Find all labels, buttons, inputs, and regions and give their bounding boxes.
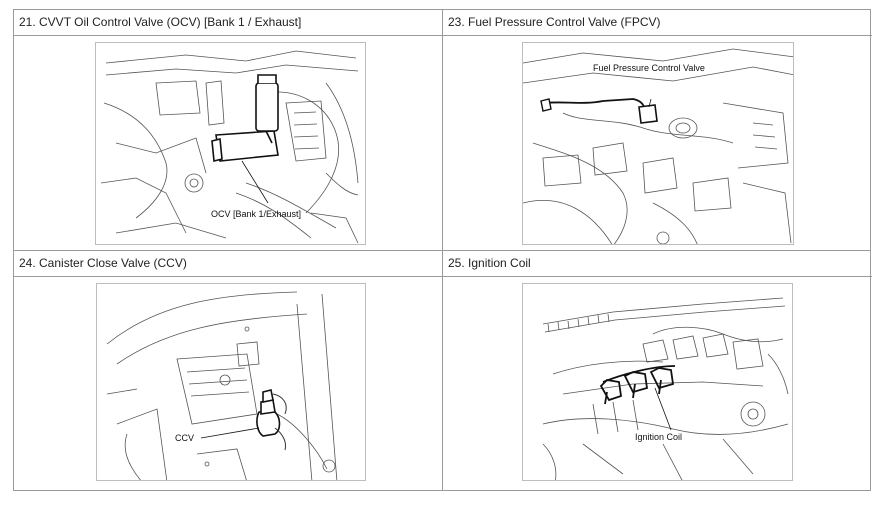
cell-ocv: 21. CVVT Oil Control Valve (OCV) [Bank 1… xyxy=(14,10,442,250)
cell-title: 24. Canister Close Valve (CCV) xyxy=(14,251,442,277)
component-table: 21. CVVT Oil Control Valve (OCV) [Bank 1… xyxy=(13,9,872,492)
fpcv-callout-label: Fuel Pressure Control Valve xyxy=(593,63,705,73)
ignition-coil-illustration: Ignition Coil xyxy=(522,283,793,481)
cell-fpcv: 23. Fuel Pressure Control Valve (FPCV) xyxy=(443,10,872,250)
ignition-coil-callout-label: Ignition Coil xyxy=(635,432,682,442)
ignition-coil-line-drawing: Ignition Coil xyxy=(542,297,789,480)
cell-ccv: 24. Canister Close Valve (CCV) xyxy=(14,251,442,492)
ocv-callout-label: OCV [Bank 1/Exhaust] xyxy=(211,209,301,219)
ccv-illustration: CCV xyxy=(96,283,366,481)
ccv-line-drawing: CCV xyxy=(106,291,338,480)
fpcv-illustration: Fuel Pressure Control Valve xyxy=(522,42,794,245)
fpcv-line-drawing: Fuel Pressure Control Valve xyxy=(523,48,793,244)
ccv-callout-label: CCV xyxy=(175,433,194,443)
cell-ignition-coil: 25. Ignition Coil xyxy=(443,251,872,492)
row-divider xyxy=(14,250,870,251)
cell-title: 25. Ignition Coil xyxy=(443,251,872,277)
ocv-illustration: OCV [Bank 1/Exhaust] xyxy=(95,42,366,245)
cell-title: 21. CVVT Oil Control Valve (OCV) [Bank 1… xyxy=(14,10,442,36)
cell-title: 23. Fuel Pressure Control Valve (FPCV) xyxy=(443,10,872,36)
ocv-line-drawing: OCV [Bank 1/Exhaust] xyxy=(100,50,359,244)
